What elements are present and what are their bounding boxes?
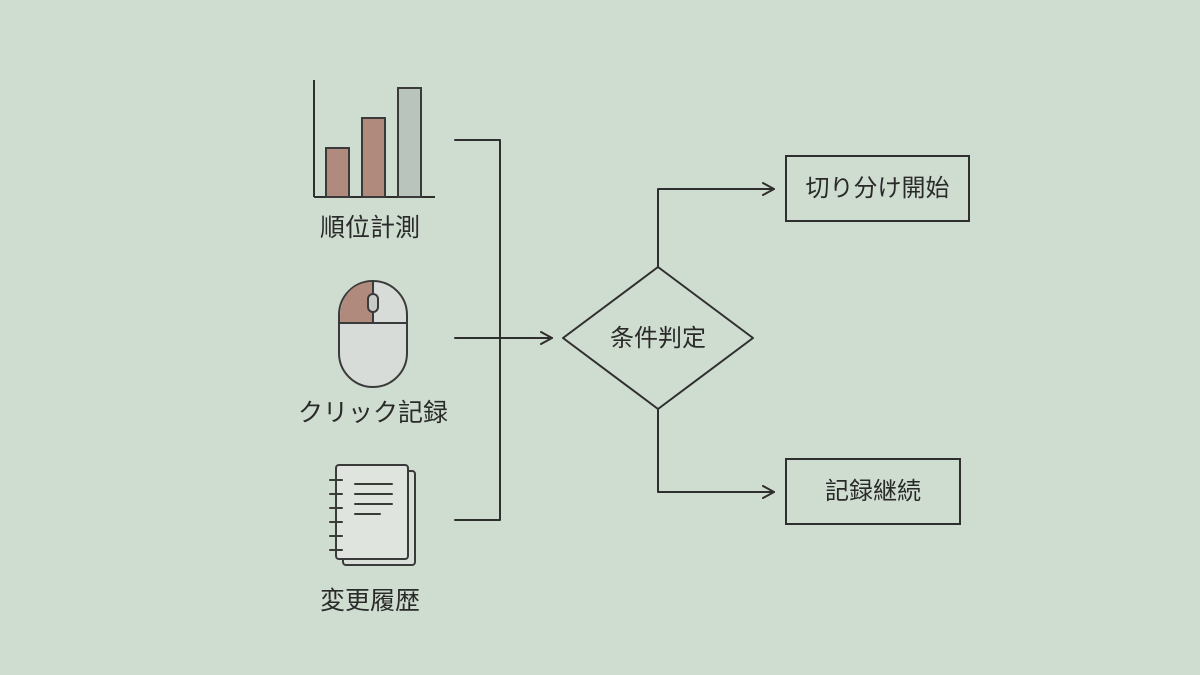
bar-chart-icon <box>313 80 435 198</box>
outcome-box-continue <box>785 458 961 525</box>
input-label-history: 変更履歴 <box>319 586 420 615</box>
outcome-connectors <box>657 182 775 499</box>
outcome-label-start: 切り分け開始 <box>805 174 950 202</box>
bar-short <box>325 147 350 198</box>
input-label-rank: 順位計測 <box>319 213 420 242</box>
input-connectors <box>454 139 553 521</box>
input-label-click: クリック記録 <box>297 398 448 427</box>
outcome-box-start <box>785 155 970 222</box>
outcome-label-continue: 記録継続 <box>825 477 921 505</box>
bar-medium <box>361 117 386 198</box>
mouse-icon <box>338 280 408 388</box>
decision-label: 条件判定 <box>610 324 706 352</box>
bar-tall <box>397 87 422 198</box>
notebook-icon <box>329 464 416 566</box>
